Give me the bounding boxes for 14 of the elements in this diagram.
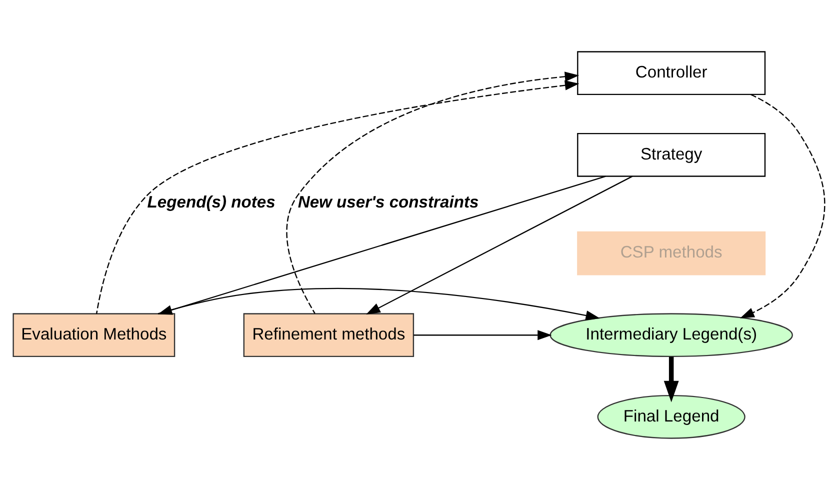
node-box: Evaluation Methods (12, 313, 176, 358)
arrow (366, 176, 633, 315)
node-ellipse: Final Legend (597, 394, 746, 439)
arrow (414, 330, 552, 340)
arrow (740, 94, 826, 318)
edge-label: New user's constraints (298, 192, 479, 212)
node-box: Strategy (577, 132, 766, 177)
arrow (664, 356, 679, 402)
edge-label: Legend(s) notes (147, 192, 276, 212)
arrow (286, 72, 580, 314)
node-box: Controller (577, 51, 766, 96)
node-box: CSP methods (577, 231, 766, 276)
node-ellipse: Intermediary Legend(s) (550, 313, 793, 358)
node-box: Refinement methods (243, 313, 414, 358)
